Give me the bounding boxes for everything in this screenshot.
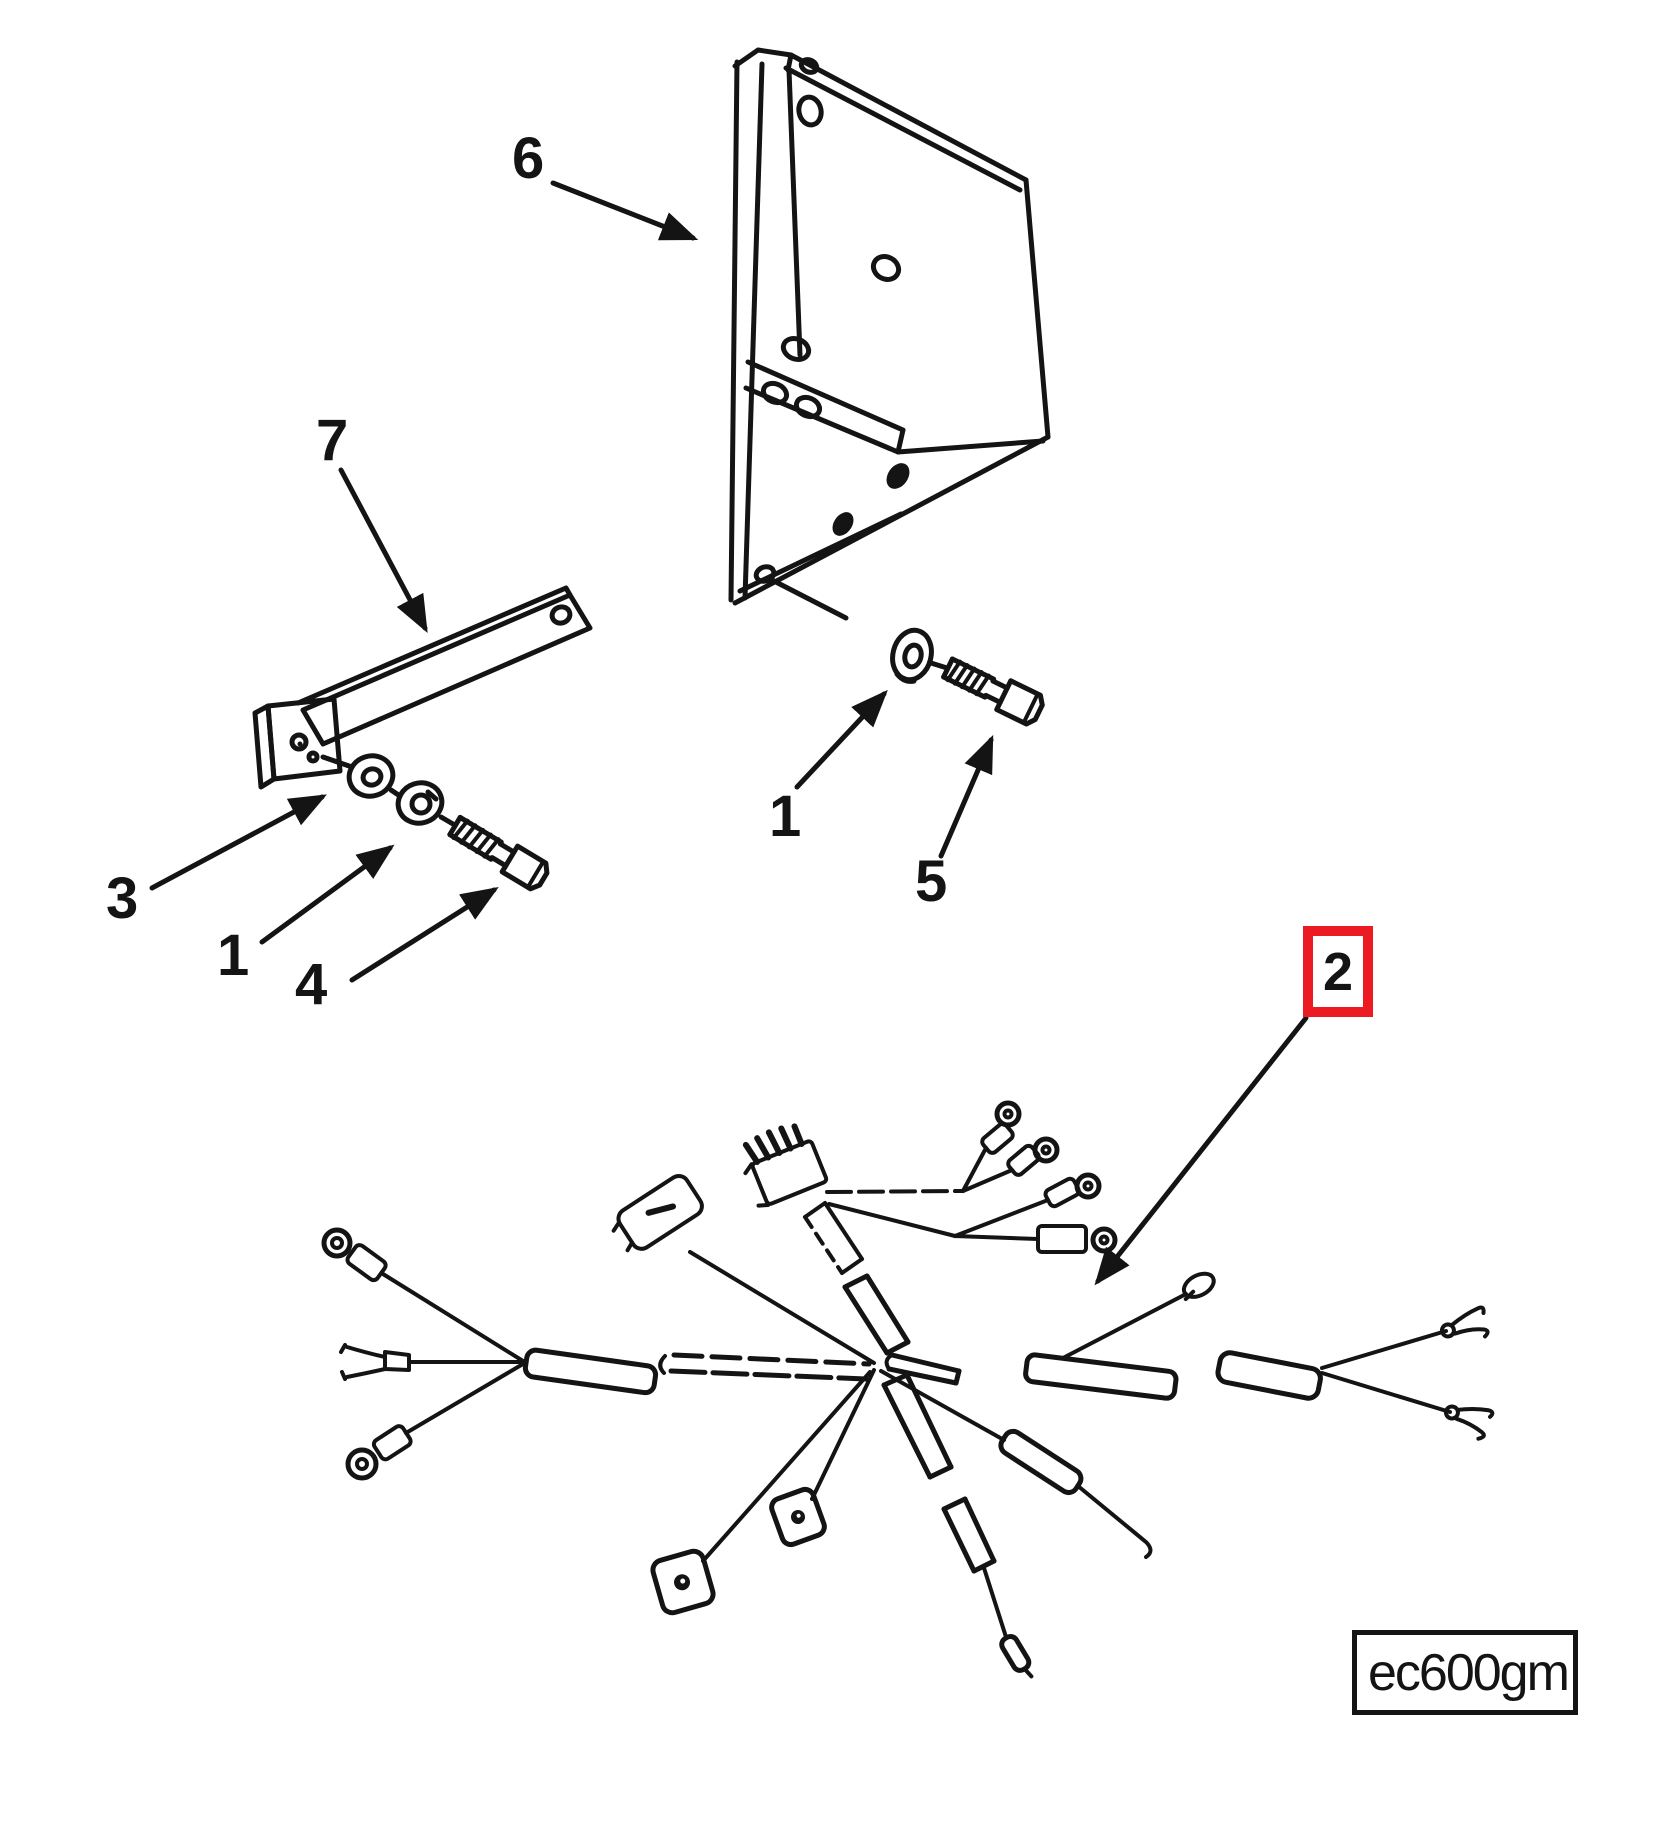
arrow-6 [550,180,699,241]
arrow-7 [338,467,428,633]
hex-bolt-part-4 [447,814,550,892]
callout-3: 3 [106,866,139,931]
arrow-4 [349,886,499,983]
arrow-2-highlighted [1094,1015,1309,1286]
callout-1-center: 1 [769,784,802,849]
bullet-terminal [1043,1172,1102,1209]
callout-6: 6 [512,126,545,191]
rectangular-connector [611,1173,876,1365]
mounting-bracket-part-6 [728,47,1051,621]
support-arm-part-7 [252,585,593,790]
arrow-1-center [794,689,888,790]
fork-terminal [339,1343,525,1381]
lower-right-sleeve [879,1369,1153,1559]
square-connector [650,1370,872,1616]
fork-terminal [1320,1305,1495,1441]
harness-trunk [522,1347,1323,1401]
bullet-terminal [980,1100,1022,1155]
assembly-axis-line [438,814,456,827]
spade-terminal [1061,1271,1216,1360]
ring-terminal [321,1227,525,1363]
callout-7: 7 [316,408,349,473]
callout-4: 4 [295,952,328,1017]
highlight-box-callout-2: 2 [1303,926,1373,1017]
hex-bolt-part-5 [941,656,1045,727]
drawing-code-text: ec600gm [1368,1643,1570,1702]
bullet-tip-terminal [999,1633,1034,1679]
callout-arrows [149,180,1309,1286]
callout-2: 2 [1322,941,1354,1002]
arrow-5 [938,734,994,859]
bracket-leader-line [769,577,849,621]
ring-terminal [1036,1224,1118,1254]
callout-1-left: 1 [217,923,250,988]
square-connector [769,1368,876,1548]
harness-branch-wires [825,1146,1050,1241]
wiring-harness-part-2 [321,1100,1495,1679]
arrow-3 [149,794,327,891]
flat-washer-part-3 [346,753,396,799]
multi-pin-connector [742,1123,864,1275]
drawing-code-box: ec600gm [1352,1630,1578,1715]
diagonal-sleeve-chain [842,1273,1034,1679]
lock-washer-part-1-left [395,780,445,826]
ring-terminal [345,1362,525,1481]
arrow-1-left [259,844,395,945]
washer-part-1-center [890,627,950,684]
bullet-terminal [1006,1136,1060,1177]
callout-5: 5 [915,849,948,914]
